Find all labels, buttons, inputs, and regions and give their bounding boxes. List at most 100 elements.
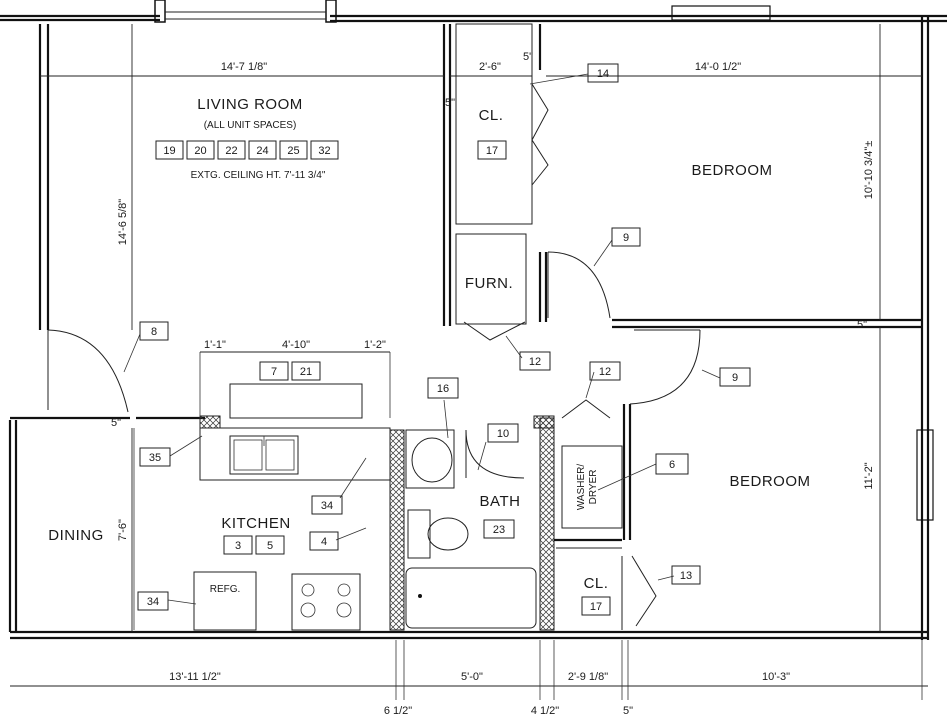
living-tag-number: 32 [318, 145, 330, 157]
living-tag-number: 24 [256, 145, 268, 157]
tag-6: 6 [655, 453, 689, 475]
tag-9-b: 9 [719, 367, 751, 387]
dim-wall-2: 4 1/2" [531, 705, 559, 717]
kitchen-tag-number: 3 [235, 540, 241, 552]
living-room-sublabel: (ALL UNIT SPACES) [204, 120, 297, 131]
living-tag-number: 19 [163, 145, 175, 157]
tag-34-a: 34 [311, 495, 343, 515]
counter-tags: 7 21 [259, 361, 321, 381]
tag-12-a: 12 [519, 351, 551, 371]
dim-counter-left: 1'-1" [204, 339, 226, 351]
range [291, 573, 361, 631]
svg-text:17: 17 [590, 601, 602, 613]
tag-16: 16 [427, 377, 459, 399]
living-tag-box [155, 140, 184, 160]
svg-text:14: 14 [597, 68, 609, 80]
tag-34-b: 34 [137, 591, 169, 611]
dim-bedroom-1-width: 14'-0 1/2" [695, 61, 741, 73]
svg-text:35: 35 [149, 452, 161, 464]
washer-dryer-label: WASHER/ DRYER [576, 464, 599, 511]
svg-text:10: 10 [497, 428, 509, 440]
leader-lines [123, 73, 721, 605]
svg-text:6: 6 [669, 459, 675, 471]
kitchen-label: KITCHEN [221, 515, 290, 532]
refrigerator-label: REFG. [210, 584, 241, 595]
svg-text:13: 13 [680, 570, 692, 582]
tag-13: 13 [671, 565, 701, 585]
counter-tag-box [291, 361, 321, 381]
washer-dryer [561, 445, 623, 529]
dim-dining-depth: 7'-6" [117, 519, 129, 541]
dim-closet-width: 2'-6" [479, 61, 501, 73]
dim-bottom-2: 5'-0" [461, 671, 483, 683]
tag-bath: 23 [483, 519, 515, 539]
living-room-label: LIVING ROOM [197, 96, 303, 113]
living-tag-box [186, 140, 215, 160]
dim-wall-1: 6 1/2" [384, 705, 412, 717]
dim-counter-right: 1'-2" [364, 339, 386, 351]
dimension-lines [10, 24, 928, 700]
svg-text:12: 12 [529, 356, 541, 368]
tag-12-b: 12 [589, 361, 621, 381]
svg-text:DRYER: DRYER [588, 470, 599, 505]
dim-counter-mid: 4'-10" [282, 339, 310, 351]
counter-tag-number: 21 [300, 366, 312, 378]
dining-label: DINING [48, 527, 104, 544]
bathtub [405, 567, 537, 629]
tag-closet-1: 17 [477, 140, 507, 160]
svg-text:WASHER/: WASHER/ [576, 464, 587, 511]
bedroom-1-label: BEDROOM [691, 162, 772, 179]
svg-text:23: 23 [493, 524, 505, 536]
dim-five-b: 5" [445, 97, 455, 109]
walls [0, 0, 947, 640]
kitchen-tag-box [255, 535, 285, 555]
dim-living-width: 14'-7 1/8" [221, 61, 267, 73]
living-tag-number: 20 [194, 145, 206, 157]
living-tag-box [248, 140, 277, 160]
svg-text:17: 17 [486, 145, 498, 157]
dim-bottom-1: 13'-11 1/2" [169, 671, 221, 683]
bath-label: BATH [480, 493, 521, 510]
dim-five-a: 5" [523, 51, 533, 63]
tag-14: 14 [587, 63, 619, 83]
kitchen-tag-box [223, 535, 253, 555]
closet-1-label: CL. [479, 107, 504, 124]
dim-wall-3: 5" [623, 705, 633, 717]
living-tag-box [310, 140, 339, 160]
tag-35: 35 [139, 447, 171, 467]
living-tag-box [279, 140, 308, 160]
toilet-bowl [427, 517, 469, 551]
living-room-tags: 19 20 22 24 25 32 [155, 140, 339, 160]
svg-text:34: 34 [147, 596, 159, 608]
tag-9-a: 9 [611, 227, 641, 247]
dim-living-depth: 14'-6 5/8" [117, 199, 129, 245]
dim-five-c: 5" [857, 319, 867, 331]
closet-2-label: CL. [584, 575, 609, 592]
svg-text:12: 12 [599, 366, 611, 378]
tag-8: 8 [139, 321, 169, 341]
dim-five-d: 5" [111, 417, 121, 429]
svg-text:9: 9 [623, 232, 629, 244]
tag-closet-2: 17 [581, 596, 611, 616]
doors [47, 83, 701, 627]
svg-text:8: 8 [151, 326, 157, 338]
fixtures [193, 352, 623, 631]
dim-bottom-4: 10'-3" [762, 671, 790, 683]
svg-text:4: 4 [321, 536, 327, 548]
counter-tag-number: 7 [271, 366, 277, 378]
living-tag-number: 25 [287, 145, 299, 157]
living-room-ceiling-note: EXTG. CEILING HT. 7'-11 3/4" [191, 170, 326, 181]
living-tag-box [217, 140, 246, 160]
tag-4: 4 [309, 531, 339, 551]
refrigerator [193, 571, 257, 631]
svg-text:9: 9 [732, 372, 738, 384]
living-tag-number: 22 [225, 145, 237, 157]
kitchen-tag-number: 5 [267, 540, 273, 552]
svg-text:16: 16 [437, 383, 449, 395]
dim-bedroom-2-depth: 11'-2" [863, 462, 875, 489]
tag-10: 10 [487, 423, 519, 443]
svg-text:34: 34 [321, 500, 333, 512]
counter-tag-box [259, 361, 289, 381]
